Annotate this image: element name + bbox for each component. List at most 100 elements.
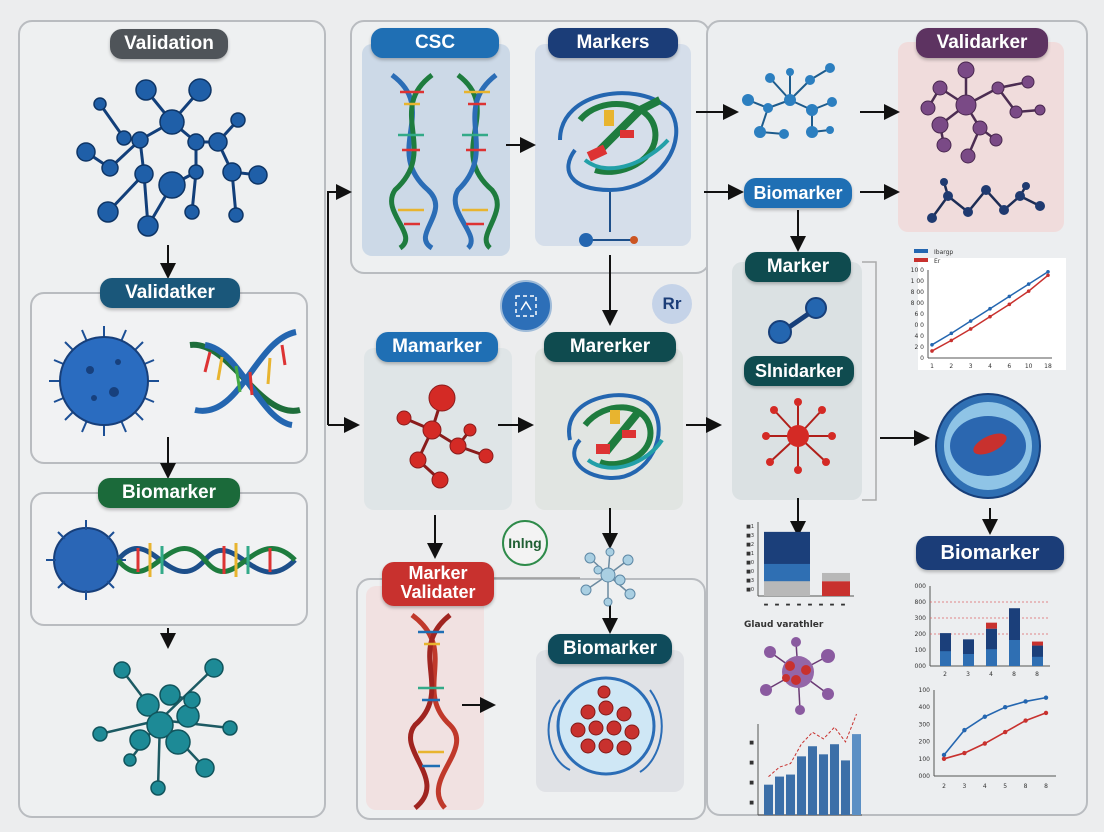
line-chart-2-xtick: 8 xyxy=(1044,783,1048,790)
marerker-text: Marerker xyxy=(569,336,651,357)
line-chart-1-ytick: 1 00 xyxy=(911,278,925,285)
bar-chart-3-xtick: 2 xyxy=(943,671,947,678)
process-cycle-badge xyxy=(500,280,552,332)
bar-chart-2-ytick: ■ xyxy=(749,760,754,766)
validatker-label: Validatker xyxy=(100,278,240,308)
bar-chart-3-bar xyxy=(940,633,951,666)
bar-chart-3-red-cap-2 xyxy=(1032,641,1043,646)
line-chart-2-xtick: 5 xyxy=(1003,783,1007,790)
validation-text: Validation xyxy=(124,33,214,54)
line-chart-1-point xyxy=(930,349,934,353)
dna-helix-icon xyxy=(189,329,301,428)
chart-caption: Glaud varathler xyxy=(744,620,824,630)
bar-chart-2-bar xyxy=(852,734,861,815)
slnidarker-label: Slnidarker xyxy=(744,356,854,386)
biomarker-bottom-center-text: Biomarker xyxy=(563,638,657,659)
line-chart-2-xtick: 4 xyxy=(983,783,987,790)
bar-chart-2-trend-line xyxy=(768,713,857,778)
line-chart-1-point xyxy=(1026,289,1031,293)
bar-chart-1-xtick: ▬ xyxy=(764,602,769,608)
bar-chart-3-ytick: 300 xyxy=(915,615,927,622)
bar-chart-2-ytick: ■ xyxy=(749,800,754,806)
bar-chart-3-xtick: 8 xyxy=(1035,671,1039,678)
line-chart-2-ytick: 200 xyxy=(919,739,931,746)
marerker-label: Marerker xyxy=(544,332,676,362)
line-chart-2-point xyxy=(941,756,947,761)
bar-chart-1-ytick: ■3 xyxy=(746,578,754,584)
line-chart-1-ytick: 0 xyxy=(920,355,924,362)
bar-chart-3-ytick: 000 xyxy=(915,663,927,670)
line-chart-2-point xyxy=(1023,718,1028,723)
line-chart-2-ytick: 400 xyxy=(919,704,931,711)
marker-right-text: Marker xyxy=(766,256,830,277)
inlng-badge-text: Inlng xyxy=(508,535,542,551)
line-chart-1-point xyxy=(1007,302,1012,307)
protein-ribbon-2-icon xyxy=(567,393,664,481)
line-chart-1-xtick: 2 xyxy=(949,363,953,370)
line-chart-2-point xyxy=(1003,729,1008,735)
bar-chart-1-ytick: ■2 xyxy=(746,542,754,548)
bar-chart-2-bar xyxy=(841,760,850,815)
line-chart-1-ytick: 6 0 xyxy=(914,311,924,318)
red-dna-helix-icon xyxy=(408,612,460,810)
bar-chart-1-ytick: ■0 xyxy=(746,569,754,575)
bar-chart-3-bar-lower xyxy=(940,651,951,666)
bar-chart-1-ytick: ■1 xyxy=(746,551,754,557)
refresh-cycle-icon xyxy=(515,295,537,317)
bar-chart-1-ytick: ■0 xyxy=(746,587,754,593)
line-chart-2-point xyxy=(982,714,987,719)
bar-chart-1-ytick: ■0 xyxy=(746,560,754,566)
line-chart-1-point xyxy=(949,338,954,343)
bar-chart-3-bar xyxy=(1032,645,1043,666)
line-chart-1-point xyxy=(988,306,992,311)
line-chart-1-ytick: 8 00 xyxy=(911,289,925,296)
bar-chart-3-bar-lower xyxy=(963,654,974,666)
bar-chart-1-xtick: ▬ xyxy=(830,602,835,608)
line-chart-2-point xyxy=(1043,695,1049,700)
line-chart-1-point xyxy=(1046,269,1050,274)
csc-label: CSC xyxy=(371,28,499,58)
validatker-text: Validatker xyxy=(125,282,215,303)
markers-text: Markers xyxy=(576,32,650,53)
line-chart-1-ytick: 10 0 xyxy=(911,267,925,274)
line-chart-1-ytick: 8 00 xyxy=(911,300,925,307)
bar-chart-2-bar xyxy=(764,784,773,815)
biomarker-mid-label: Biomarker xyxy=(744,178,852,208)
line-chart-1-xtick: 4 xyxy=(988,363,992,370)
bar-chart-3-bar xyxy=(986,628,997,666)
bar-chart-3-xtick: 8 xyxy=(1012,671,1016,678)
cell-icon xyxy=(935,393,1041,499)
biomarker-right-label: Biomarker xyxy=(916,536,1064,570)
line-chart-1-xtick: 18 xyxy=(1044,363,1052,370)
bar-chart-2-bar xyxy=(797,756,806,815)
line-chart-1-xtick: 3 xyxy=(969,363,973,370)
line-chart-2-point xyxy=(982,741,987,746)
marker-validater-line1: Marker xyxy=(408,563,468,583)
biomarker-right-text: Biomarker xyxy=(940,542,1040,564)
bar-chart-3-bar-lower xyxy=(1032,656,1043,666)
line-chart-2-ytick: 000 xyxy=(919,773,931,780)
marker-validater-label: Marker Validater xyxy=(382,562,494,606)
rr-badge-text: Rr xyxy=(662,294,682,313)
double-helix-pair-icon xyxy=(389,72,500,251)
line-chart-2-point xyxy=(1023,699,1028,704)
line-chart-1-point xyxy=(1026,282,1031,286)
virus-dna-strand-icon xyxy=(46,520,297,600)
marker-right-label: Marker xyxy=(745,252,851,282)
bar-chart-1-xtick: ▬ xyxy=(797,602,802,608)
line-chart-2-point xyxy=(1003,705,1008,710)
line-chart-1-point xyxy=(930,343,934,347)
bar-chart-3-bar xyxy=(1009,608,1020,666)
bar-chart-3-bar-lower xyxy=(1009,640,1020,666)
bar-chart-3-ytick: 800 xyxy=(915,599,927,606)
virus-particle-icon xyxy=(49,326,159,436)
validarker-box xyxy=(898,42,1064,232)
biomarker-mid-text: Biomarker xyxy=(753,183,843,203)
bar-chart-3-bar xyxy=(963,639,974,666)
bar-chart-3-bar-lower xyxy=(986,649,997,666)
validation-label: Validation xyxy=(110,29,228,59)
bar-chart-2-ytick: ■ xyxy=(749,740,754,746)
